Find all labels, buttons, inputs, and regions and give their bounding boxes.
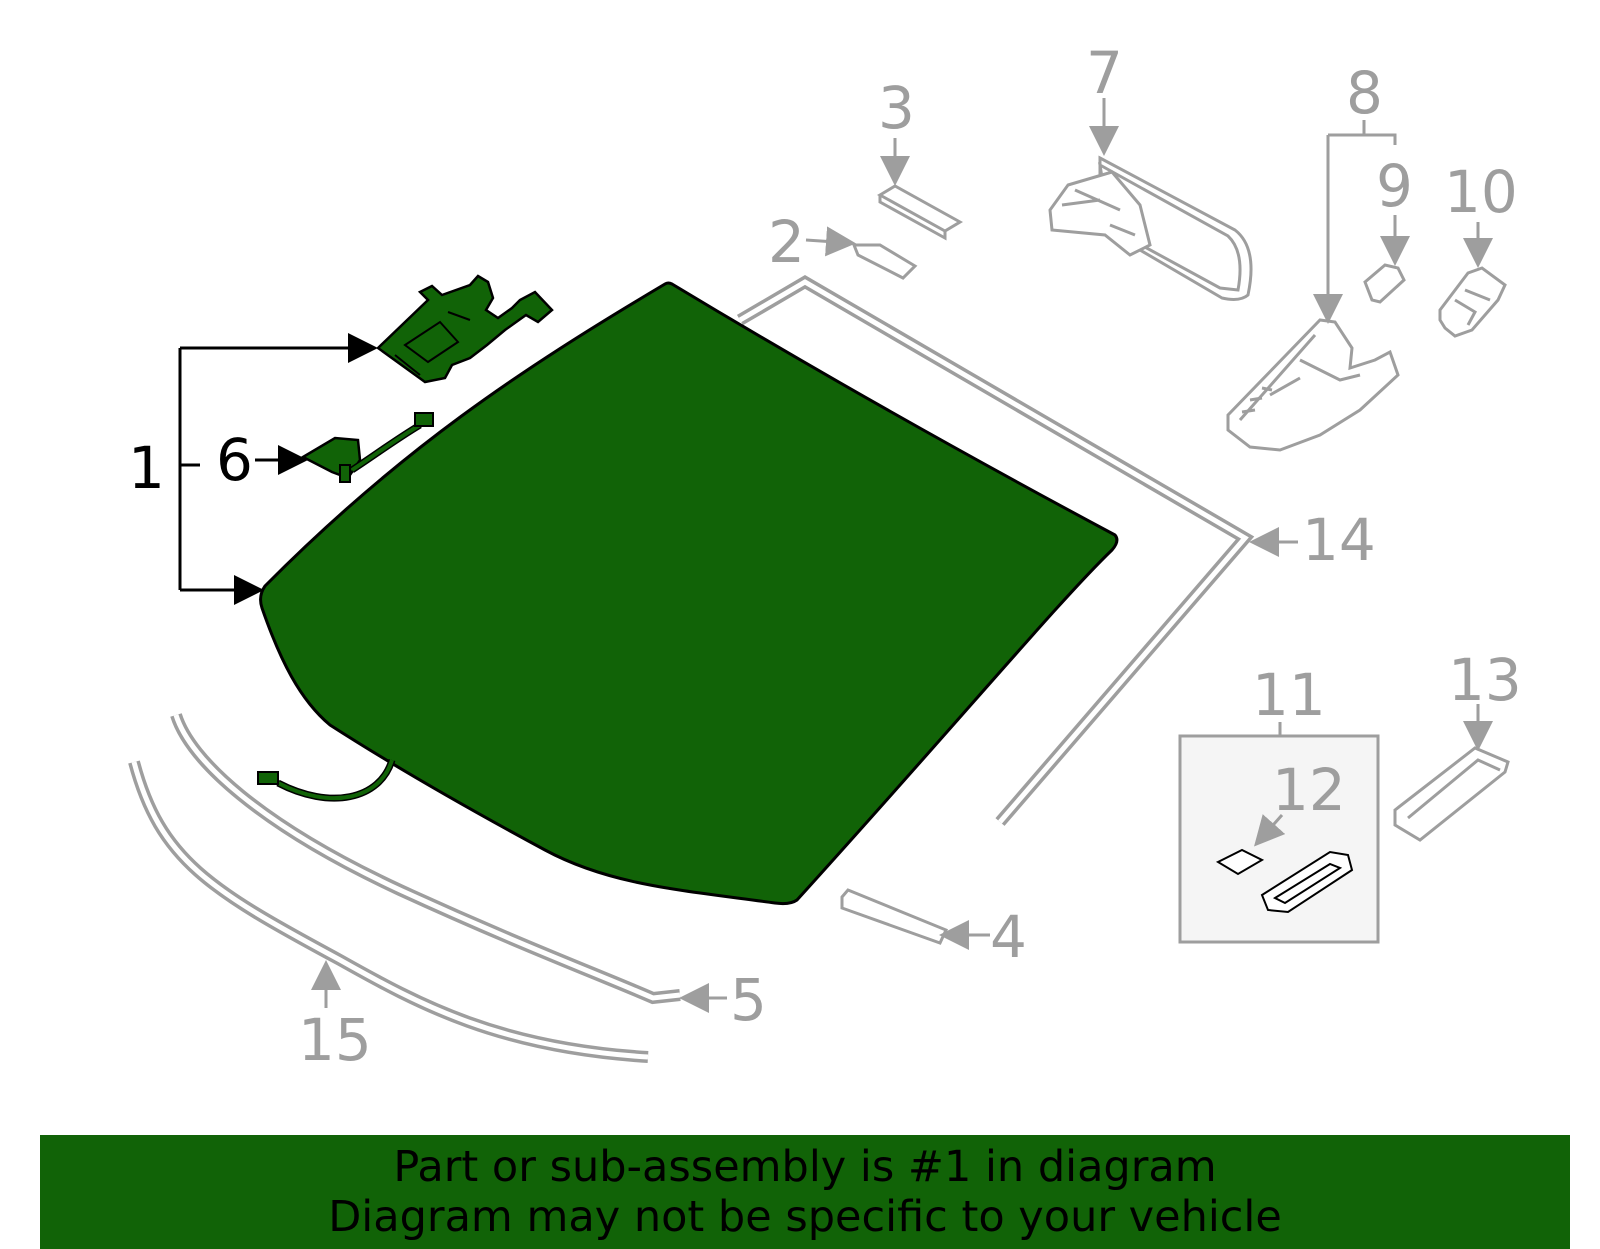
info-banner: Part or sub-assembly is #1 in diagram Di… <box>40 1135 1570 1249</box>
callout-4: 4 <box>990 903 1027 971</box>
callout-10: 10 <box>1444 158 1518 226</box>
callout-15: 15 <box>298 1006 372 1074</box>
part-1-lower-harness <box>257 758 396 802</box>
callout-13: 13 <box>1448 646 1522 714</box>
part-5-cowl-seal <box>170 713 681 1005</box>
banner-line-1: Part or sub-assembly is #1 in diagram <box>393 1142 1217 1192</box>
part-8-sensor-cover <box>1226 318 1400 452</box>
callout-1: 1 <box>128 434 165 502</box>
callout-9: 9 <box>1376 152 1413 220</box>
part-10-bracket <box>1438 266 1507 338</box>
part-14-frame-molding <box>736 275 1255 826</box>
part-12-adhesive-pad <box>1215 848 1265 876</box>
callout-7: 7 <box>1086 39 1123 107</box>
leader-lines <box>178 98 1493 1013</box>
part-11-rain-sensor <box>1260 850 1354 914</box>
part-4-molding-end <box>840 888 949 945</box>
callout-2: 2 <box>768 208 805 276</box>
callout-8: 8 <box>1346 59 1383 127</box>
part-6-sensor <box>300 412 434 483</box>
part-1-windshield-glass <box>259 281 1119 906</box>
callout-14: 14 <box>1302 506 1376 574</box>
part-13-cover <box>1393 746 1510 842</box>
part-2-clip <box>851 243 918 280</box>
part-7-mirror <box>1048 155 1253 301</box>
callout-11: 11 <box>1252 661 1326 729</box>
callout-12: 12 <box>1272 756 1346 824</box>
callout-5: 5 <box>730 966 767 1034</box>
callout-6: 6 <box>216 426 253 494</box>
part-9-clip <box>1363 263 1406 304</box>
banner-line-2: Diagram may not be specific to your vehi… <box>328 1192 1282 1242</box>
callout-3: 3 <box>878 74 915 142</box>
part-3-pad <box>876 184 964 241</box>
part-1-camera-bracket <box>376 274 554 384</box>
